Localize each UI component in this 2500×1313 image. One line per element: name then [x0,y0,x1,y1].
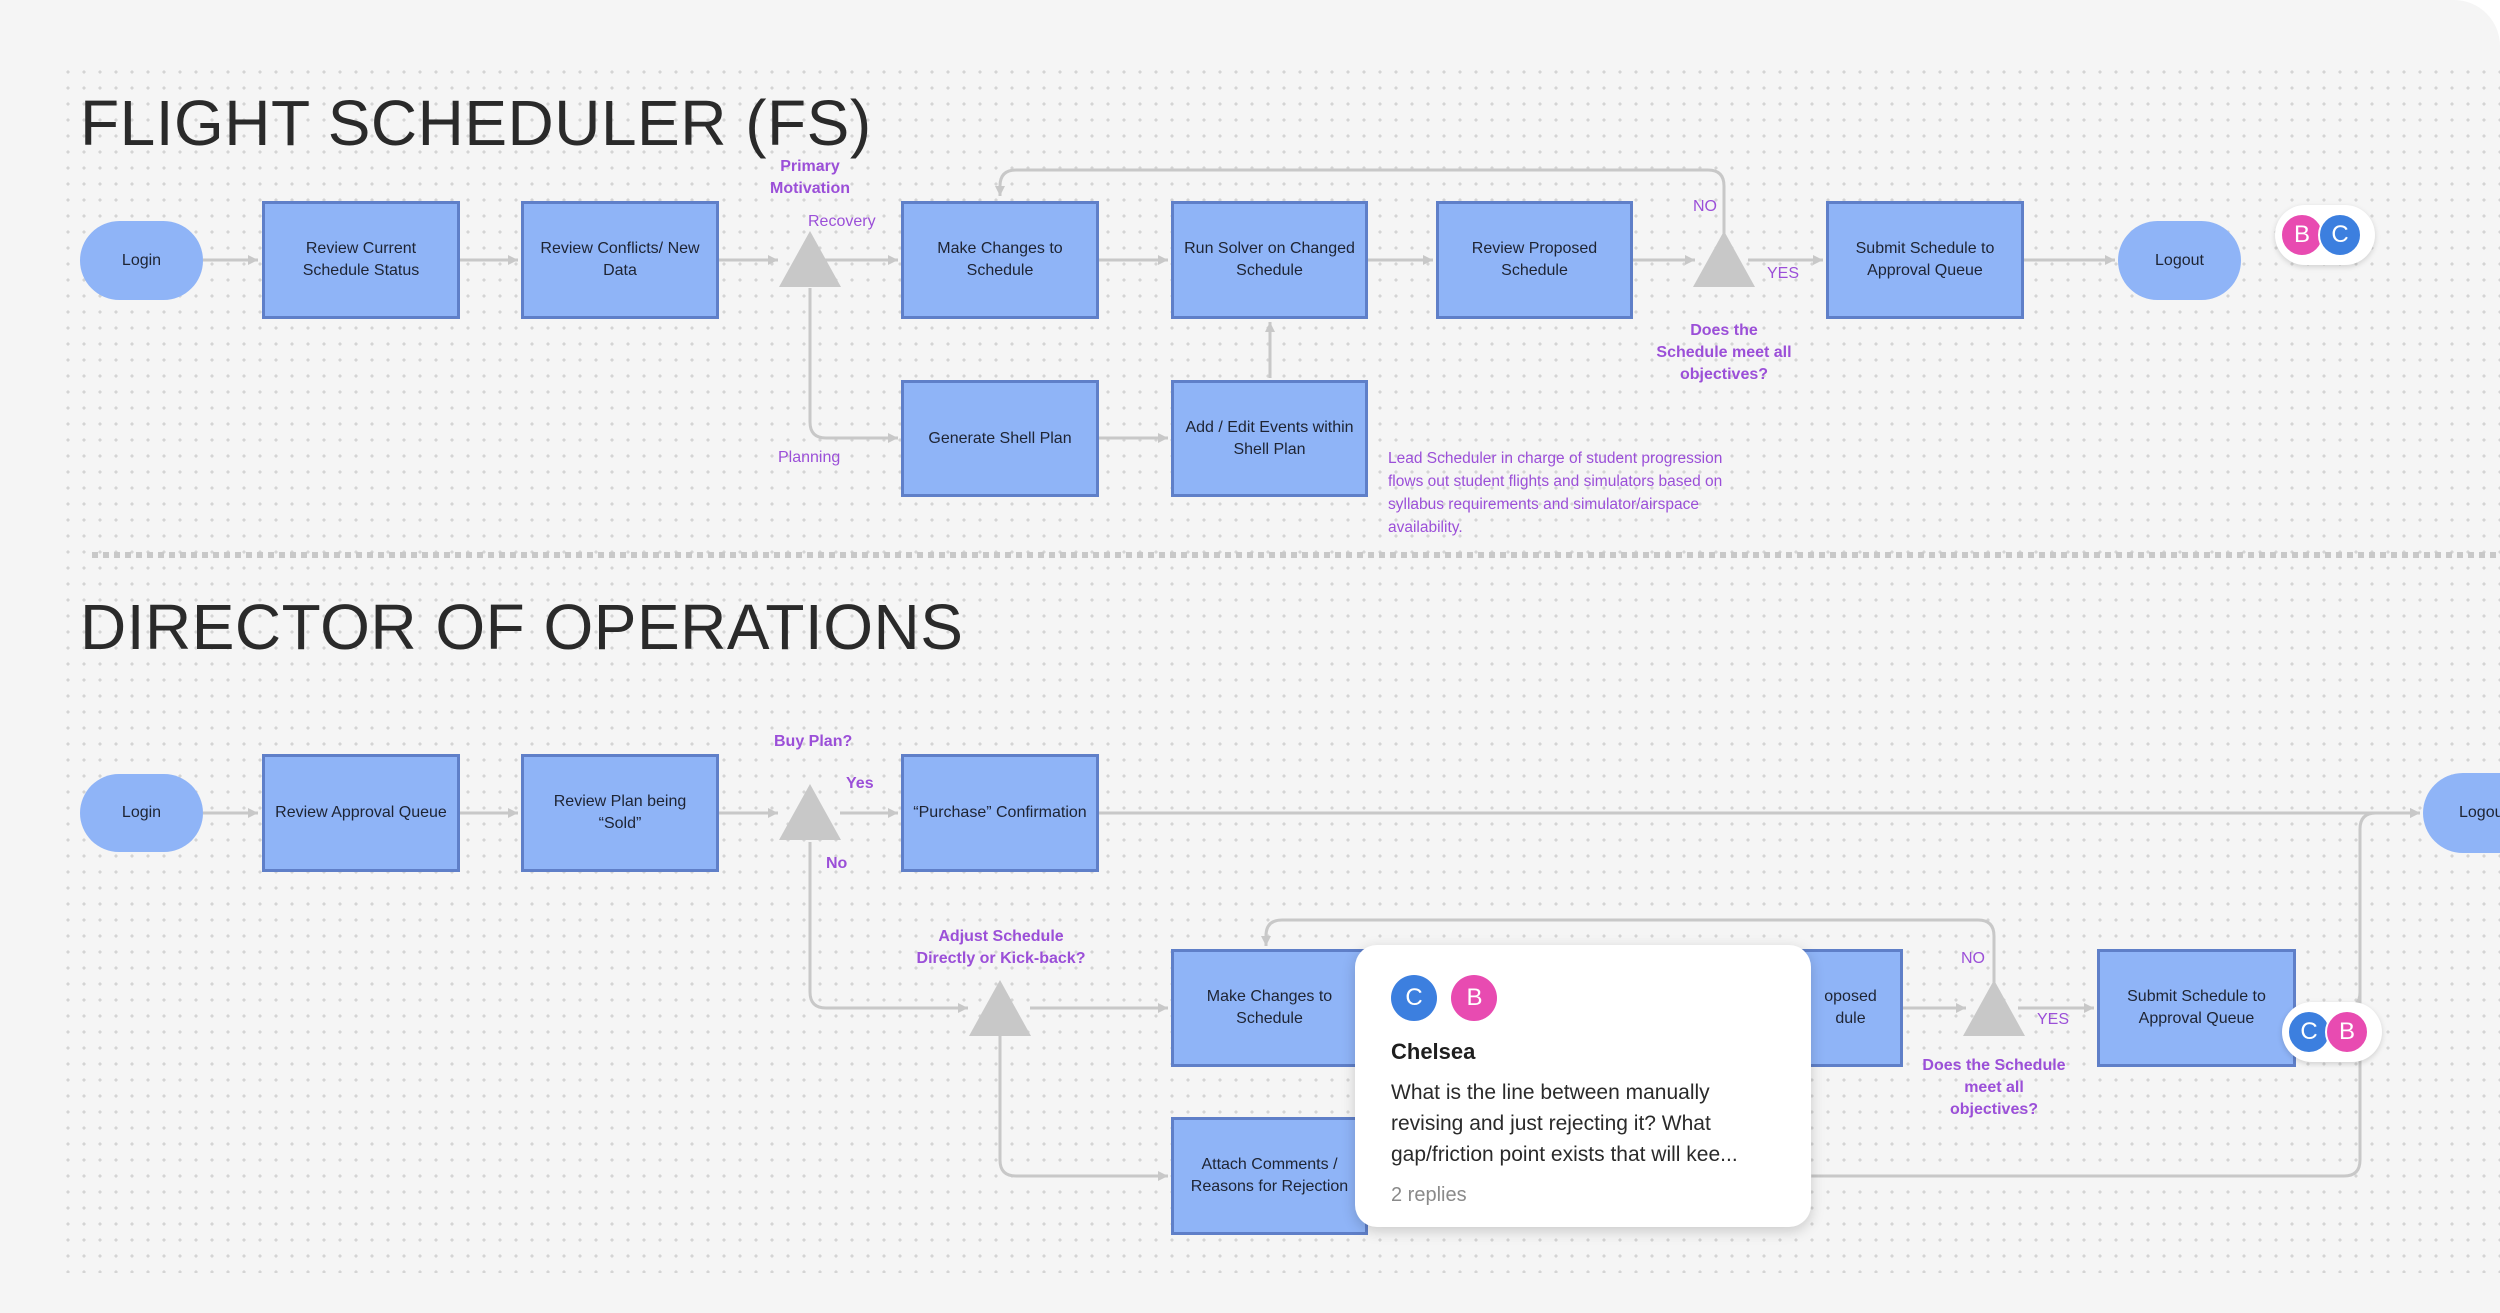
fs-run-solver-node[interactable]: Run Solver on Changed Schedule [1171,201,1368,319]
lead-scheduler-note: Lead Scheduler in charge of student prog… [1388,450,1723,536]
comment-text: What is the line between manually revisi… [1391,1081,1738,1166]
dir-attach-comments-node[interactable]: Attach Comments / Reasons for Rejection [1171,1117,1368,1235]
avatar[interactable]: B [2280,213,2324,257]
edge-adjust-attach [998,1036,1168,1181]
label-adjust-schedule: Adjust Schedule Directly or Kick-back? [916,928,1086,967]
comment-author: Chelsea [1391,1039,1476,1064]
label-yes-buy: Yes [846,775,874,792]
edge-buy-adjust [808,842,968,1013]
label-no: NO [1693,198,1717,215]
comment-avatars: C B [1391,975,1775,1021]
label-no-2: NO [1961,950,1985,967]
decision-adjust-schedule [969,980,1031,1036]
dir-review-plan-node[interactable]: Review Plan being “Sold” [521,754,719,872]
dir-collaborators[interactable]: C B [2282,1002,2382,1062]
label-objectives-question-2: Does the Schedule meet all objectives? [1922,1057,2066,1118]
dir-purchase-node[interactable]: “Purchase” Confirmation [901,754,1099,872]
label-yes-2: YES [2037,1011,2070,1028]
fs-review-status-node[interactable]: Review Current Schedule Status [262,201,460,319]
dir-make-changes-node[interactable]: Make Changes to Schedule [1171,949,1368,1067]
lane-title-director: DIRECTOR OF OPERATIONS [80,591,964,663]
label-objectives-question: Does the Schedule meet all objectives? [1656,322,1792,383]
decision-buy-plan [779,784,841,840]
dir-review-queue-node[interactable]: Review Approval Queue [262,754,460,872]
fs-login-node[interactable]: Login [80,221,203,300]
avatar[interactable]: B [1451,975,1498,1021]
label-primary-motivation: Primary Motivation [770,158,850,197]
fs-collaborators[interactable]: B C [2275,205,2375,265]
fs-add-edit-node[interactable]: Add / Edit Events within Shell Plan [1171,380,1368,497]
dir-login-node[interactable]: Login [80,774,203,852]
avatar[interactable]: B [2325,1010,2369,1054]
fs-submit-node[interactable]: Submit Schedule to Approval Queue [1826,201,2024,319]
comment-popover[interactable]: C B Chelsea What is the line between man… [1355,945,1811,1227]
edge-decision-shell [808,288,898,443]
fs-review-proposed-node[interactable]: Review Proposed Schedule [1436,201,1633,319]
edge-loop2-no [1261,918,1996,984]
fs-make-changes-node[interactable]: Make Changes to Schedule [901,201,1099,319]
lane-title-fs: FLIGHT SCHEDULER (FS) [80,87,872,159]
fs-logout-node[interactable]: Logout [2118,221,2241,300]
dir-submit-node[interactable]: Submit Schedule to Approval Queue [2097,949,2296,1067]
fs-generate-shell-node[interactable]: Generate Shell Plan [901,380,1099,497]
decision-schedule-objectives-2 [1963,980,2025,1036]
avatar[interactable]: C [2318,213,2362,257]
dir-logout-node[interactable]: Logou [2423,773,2500,853]
fs-review-conflicts-node[interactable]: Review Conflicts/ New Data [521,201,719,319]
edge-loop-no [995,168,1726,236]
comment-replies-link[interactable]: 2 replies [1391,1184,1467,1206]
decision-schedule-objectives [1693,231,1755,287]
decision-primary-motivation [779,231,841,287]
label-yes: YES [1767,265,1800,282]
label-recovery: Recovery [808,213,876,230]
label-no-buy: No [826,855,848,872]
label-planning: Planning [778,449,841,466]
label-buy-plan: Buy Plan? [774,733,853,750]
avatar[interactable]: C [1391,975,1437,1021]
